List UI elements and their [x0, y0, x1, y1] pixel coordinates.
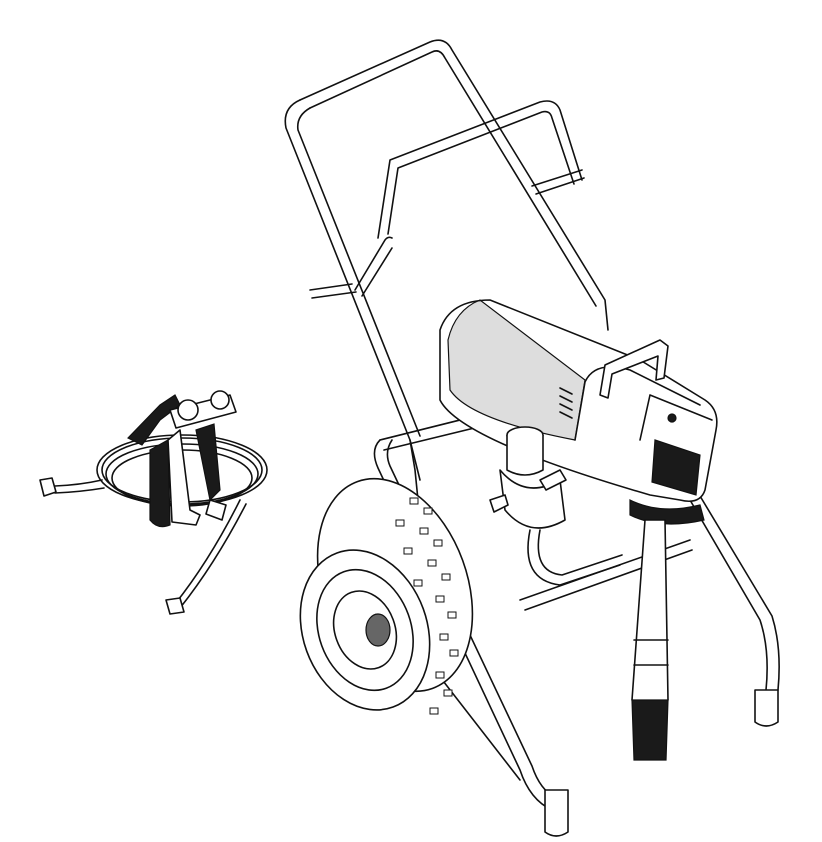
hose-fitting-bottom	[165, 597, 185, 615]
spray-gun	[126, 390, 237, 528]
wheel	[299, 477, 474, 715]
pump	[489, 426, 669, 761]
motor-housing	[439, 299, 718, 525]
hose-fitting-left	[39, 477, 57, 497]
